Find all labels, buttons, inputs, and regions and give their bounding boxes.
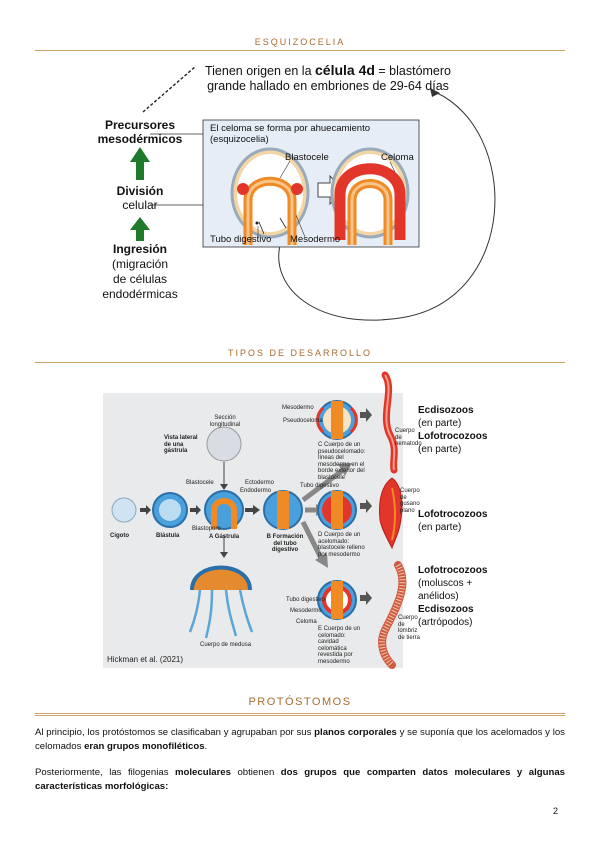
- zygote: [111, 497, 137, 523]
- label-lombriz: Cuerpo de lombriz de tierra: [398, 615, 421, 641]
- label-tubo: Tubo digestivo: [300, 483, 339, 489]
- result-2: Lofotrocozoos (en parte): [418, 509, 488, 533]
- label-celoma-2: Celoma: [296, 619, 317, 625]
- section-heading-protostomos: PROTÓSTOMOS: [35, 696, 565, 716]
- paragraph-2: Posteriormente, las filogenias molecular…: [35, 767, 565, 792]
- gastrula-lateral: [206, 426, 242, 462]
- result-1: Ecdisozoos (en parte) Lofotrocozoos (en …: [418, 405, 488, 455]
- loop-arrow-head: [430, 88, 440, 97]
- label-meso-2: Mesodermo: [290, 608, 322, 614]
- dashed-pointer: [142, 65, 197, 113]
- label-tubo-digestivo: Tubo digestivo: [210, 234, 272, 245]
- gastrula: [204, 490, 244, 530]
- label-mesodermo: Mesodermo: [282, 405, 314, 411]
- label-C: C Cuerpo de un pseudocelomado: líneas de…: [318, 442, 366, 481]
- origin-text: Tienen origen en la célula 4d = blastóme…: [204, 62, 452, 93]
- label-tubo-2: Tubo digestivo: [286, 597, 325, 603]
- section-heading-text: PROTÓSTOMOS: [248, 696, 352, 708]
- section-heading-text: TIPOS DE DESARROLLO: [227, 348, 373, 358]
- label-blastoporo: Blastoporo: [192, 526, 221, 532]
- label-ingresion: Ingresión (migración de células endodérm…: [102, 242, 178, 301]
- label-ectodermo: Ectodermo: [245, 480, 275, 486]
- label-gusano-plano: Cuerpo de gusano plano: [400, 488, 420, 514]
- section-heading-text: ESQUIZOCELIA: [254, 37, 346, 47]
- section-heading-tipos: TIPOS DE DESARROLLO: [35, 348, 565, 363]
- label-vista: Vista lateral de una gástrula: [164, 435, 198, 455]
- label-mesodermo: Mesodermo: [290, 234, 341, 245]
- label-D: D Cuerpo de un acelomado: blastocele rel…: [318, 532, 365, 558]
- green-arrow-up-2: [130, 217, 150, 241]
- embryo-D: [317, 490, 357, 530]
- embryo-C: [316, 400, 358, 440]
- figure-esquizocelia-graphics: [130, 65, 496, 321]
- loop-arrow: [278, 91, 496, 321]
- label-nematodo: Cuerpo de nematodo: [395, 428, 422, 448]
- label-gastrula: A Gástrula: [209, 534, 240, 540]
- label-blastocele: Blastocele: [285, 152, 329, 163]
- figure-tipos-graphics: [103, 371, 407, 669]
- page-number: 2: [553, 806, 559, 816]
- medusa: [188, 565, 254, 639]
- embryo-right: [330, 147, 410, 245]
- label-endodermo: Endodermo: [240, 488, 272, 494]
- label-E: E Cuerpo de un celomado: cavidad celomát…: [318, 626, 361, 665]
- figure-esquizocelia: Tienen origen en la célula 4d = blastóme…: [0, 0, 599, 340]
- embryo-E: [317, 580, 357, 620]
- label-formacion: B Formación del tubo digestivo: [266, 534, 304, 554]
- label-cigoto: Cigoto: [110, 533, 129, 539]
- section-heading-esquizocelia: ESQUIZOCELIA: [35, 37, 565, 51]
- box-title: El celoma se forma por ahuecamiento(esqu…: [210, 123, 370, 146]
- embryo-B: [245, 490, 303, 530]
- label-celoma: Celoma: [381, 152, 414, 163]
- result-3: Lofotrocozoos (moluscos + anélidos) Ecdi…: [418, 565, 488, 628]
- embryo-left: [230, 147, 310, 245]
- figure-tipos-desarrollo: Sección longitudinal Vista lateral de un…: [0, 360, 599, 675]
- label-blastula: Blástula: [156, 533, 180, 539]
- label-blastocele: Blastocele: [186, 480, 214, 486]
- label-medusa: Cuerpo de medusa: [200, 642, 252, 648]
- label-pseudoceloma: Pseudoceloma: [283, 418, 323, 424]
- paragraph-1: Al principio, los protóstomos se clasifi…: [35, 727, 565, 752]
- green-arrow-up-1: [130, 147, 150, 180]
- flatworm: [379, 477, 403, 550]
- label-seccion: Sección longitudinal: [209, 415, 241, 428]
- citation: Hickman et al. (2021): [107, 655, 184, 664]
